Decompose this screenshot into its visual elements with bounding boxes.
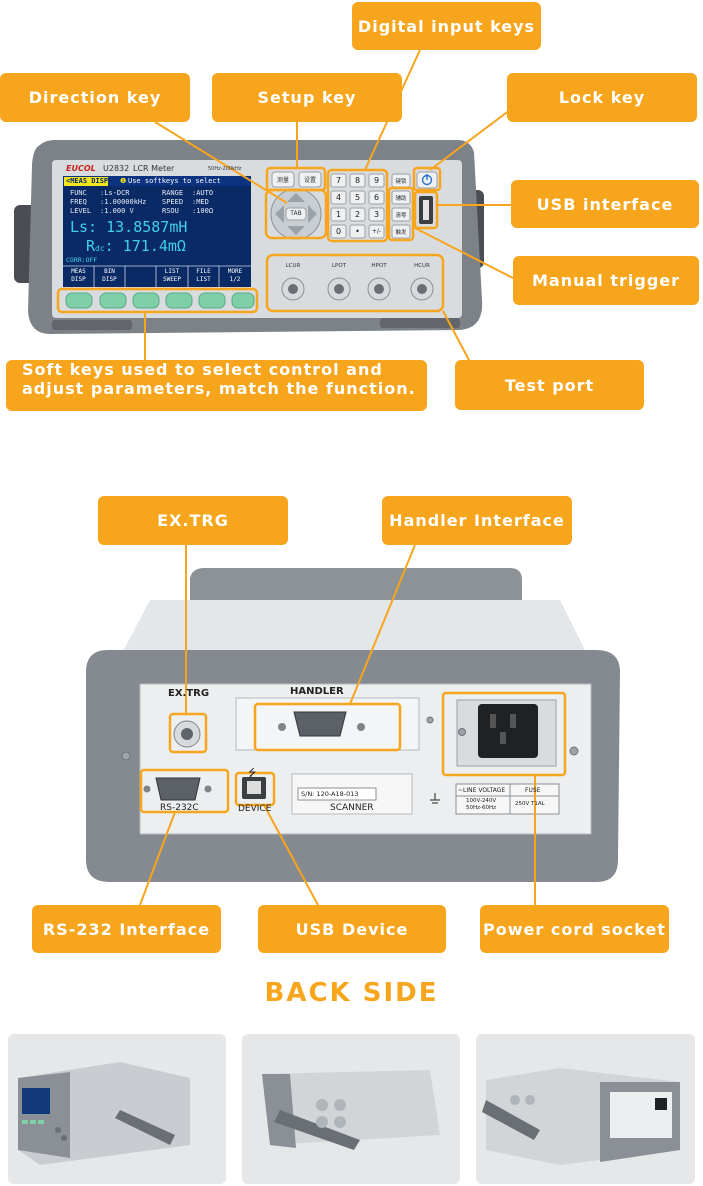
line-voltage-value2: 50Hz-60Hz [466,805,497,811]
power-socket-highlight [441,691,567,777]
tab-button[interactable]: TAB [290,210,302,217]
speed-label: SPEED [162,198,184,206]
aux-key[interactable]: 辅助 [395,196,407,202]
scanner-label: SCANNER [330,803,374,813]
setup-key-callout: Setup key [212,73,402,122]
rsou-value: :100Ω [192,207,214,215]
rsou-label: RSOU [162,207,179,215]
usb-highlight [413,190,439,230]
usb-interface-callout: USB interface [511,180,699,228]
photo-side [242,1034,460,1184]
screen-mode-tab: <MEAS DISP> [66,177,113,185]
digit-key[interactable]: 1 [335,210,342,219]
freq-label: FREQ [70,198,87,206]
screen-hint: Use softkeys to select [128,177,221,185]
ex-trg-highlight [168,712,208,754]
softkey-label: BIN DISP [102,268,117,283]
line-voltage-value1: 100V-240V [466,798,497,804]
usb-icon: ⭍ [248,768,257,779]
range-value: :AUTO [192,189,214,197]
port-label: HPOT [371,263,387,269]
softkey-label: MEAS DISP [71,268,86,283]
port-label: LCUR [285,263,301,269]
speed-value: :MED [192,198,209,206]
handler-port-label: HANDLER [290,686,344,697]
test-port-highlight [265,253,445,313]
digit-key[interactable]: 5 [354,193,361,202]
usb-device-callout: USB Device [258,905,446,953]
range-label: RANGE [162,189,184,197]
digit-key[interactable]: 6 [373,193,380,202]
lock-key-highlight [412,166,442,192]
func-label: FUNC [70,189,87,197]
level-label: LEVEL [70,207,92,215]
softkey-label: FILE LIST [196,268,211,283]
manual-trigger-highlight [387,186,415,242]
corr-status: CORR:OFF [66,256,98,264]
softkey-label: MORE 1/2 [227,268,243,283]
digit-key[interactable]: 7 [335,176,342,185]
ex-trg-callout: EX.TRG [98,496,288,545]
secondary-reading-value: : 171.4mΩ [104,237,186,255]
soft-keys-callout-line2: adjust parameters, match the function. [22,379,416,398]
port-label: LPOT [331,263,347,269]
rs232-port-label: RS-232C [160,803,199,813]
freq-range-label: 50Hz-200kHz [208,166,242,172]
ex-trg-port-label: EX.TRG [168,688,210,699]
fuse-value: 250V T1AL [515,801,545,807]
direction-key-callout: Direction key [0,73,190,122]
level-value: :1.000 V [100,207,134,215]
decimal-key[interactable]: • [355,227,360,236]
func-value: :Ls-DCR [100,189,130,197]
secondary-reading: Rdc: 171.4mΩ [86,237,186,255]
zero-key[interactable]: 清零 [395,213,407,219]
digit-key[interactable]: 9 [373,176,380,185]
digital-keys-highlight [326,168,389,243]
soft-keys-callout-line1: Soft keys used to select control and [22,360,383,379]
handler-interface-callout: Handler Interface [382,496,572,545]
line-voltage-header: ~LINE VOLTAGE [458,787,506,794]
model-number: U2832 [103,164,130,173]
measure-button[interactable]: 测量 [276,177,289,184]
serial-number: S/N: 120-A18-013 [301,790,359,798]
manual-trigger-callout: Manual trigger [513,256,699,305]
primary-reading: Ls: 13.8587mH [70,218,188,236]
fuse-header: FUSE [525,787,541,794]
digit-key[interactable]: 4 [335,193,342,202]
digit-key[interactable]: 0 [335,227,342,236]
section-title: BACK SIDE [264,978,439,1008]
model-name: LCR Meter [133,164,175,173]
digit-key[interactable]: 8 [354,176,361,185]
brand-logo: EUCOL [66,164,96,173]
sign-key[interactable]: +/- [371,228,382,235]
soft-keys-highlight [56,287,259,314]
handler-highlight [253,702,402,752]
soft-keys-callout: Soft keys used to select control and adj… [6,360,427,411]
photo-front-angle [8,1034,226,1184]
direction-key-highlight [264,188,328,240]
softkey-label: LIST SWEEP [162,268,182,283]
info-icon: ❶ [120,177,127,185]
rs232-interface-callout: RS-232 Interface [32,905,221,953]
digit-key[interactable]: 2 [354,210,361,219]
lock-key-callout: Lock key [507,73,697,122]
digital-input-keys-callout: Digital input keys [352,2,541,50]
front-panel-illustration [14,49,514,363]
digit-key[interactable]: 3 [373,210,380,219]
setup-button[interactable]: 设置 [303,177,316,184]
secondary-reading-sub: dc [95,244,105,253]
port-label: HCUR [414,263,430,269]
secondary-reading-label: R [86,237,96,255]
usb-device-port-label: DEVICE [238,804,272,814]
photo-rear-angle [476,1034,695,1184]
power-cord-socket-callout: Power cord socket [480,905,669,953]
test-port-callout: Test port [455,360,644,410]
freq-value: :1.00000kHz [100,198,147,206]
lock-key[interactable]: 键锁 [395,179,407,185]
trigger-key[interactable]: 触发 [395,230,407,236]
